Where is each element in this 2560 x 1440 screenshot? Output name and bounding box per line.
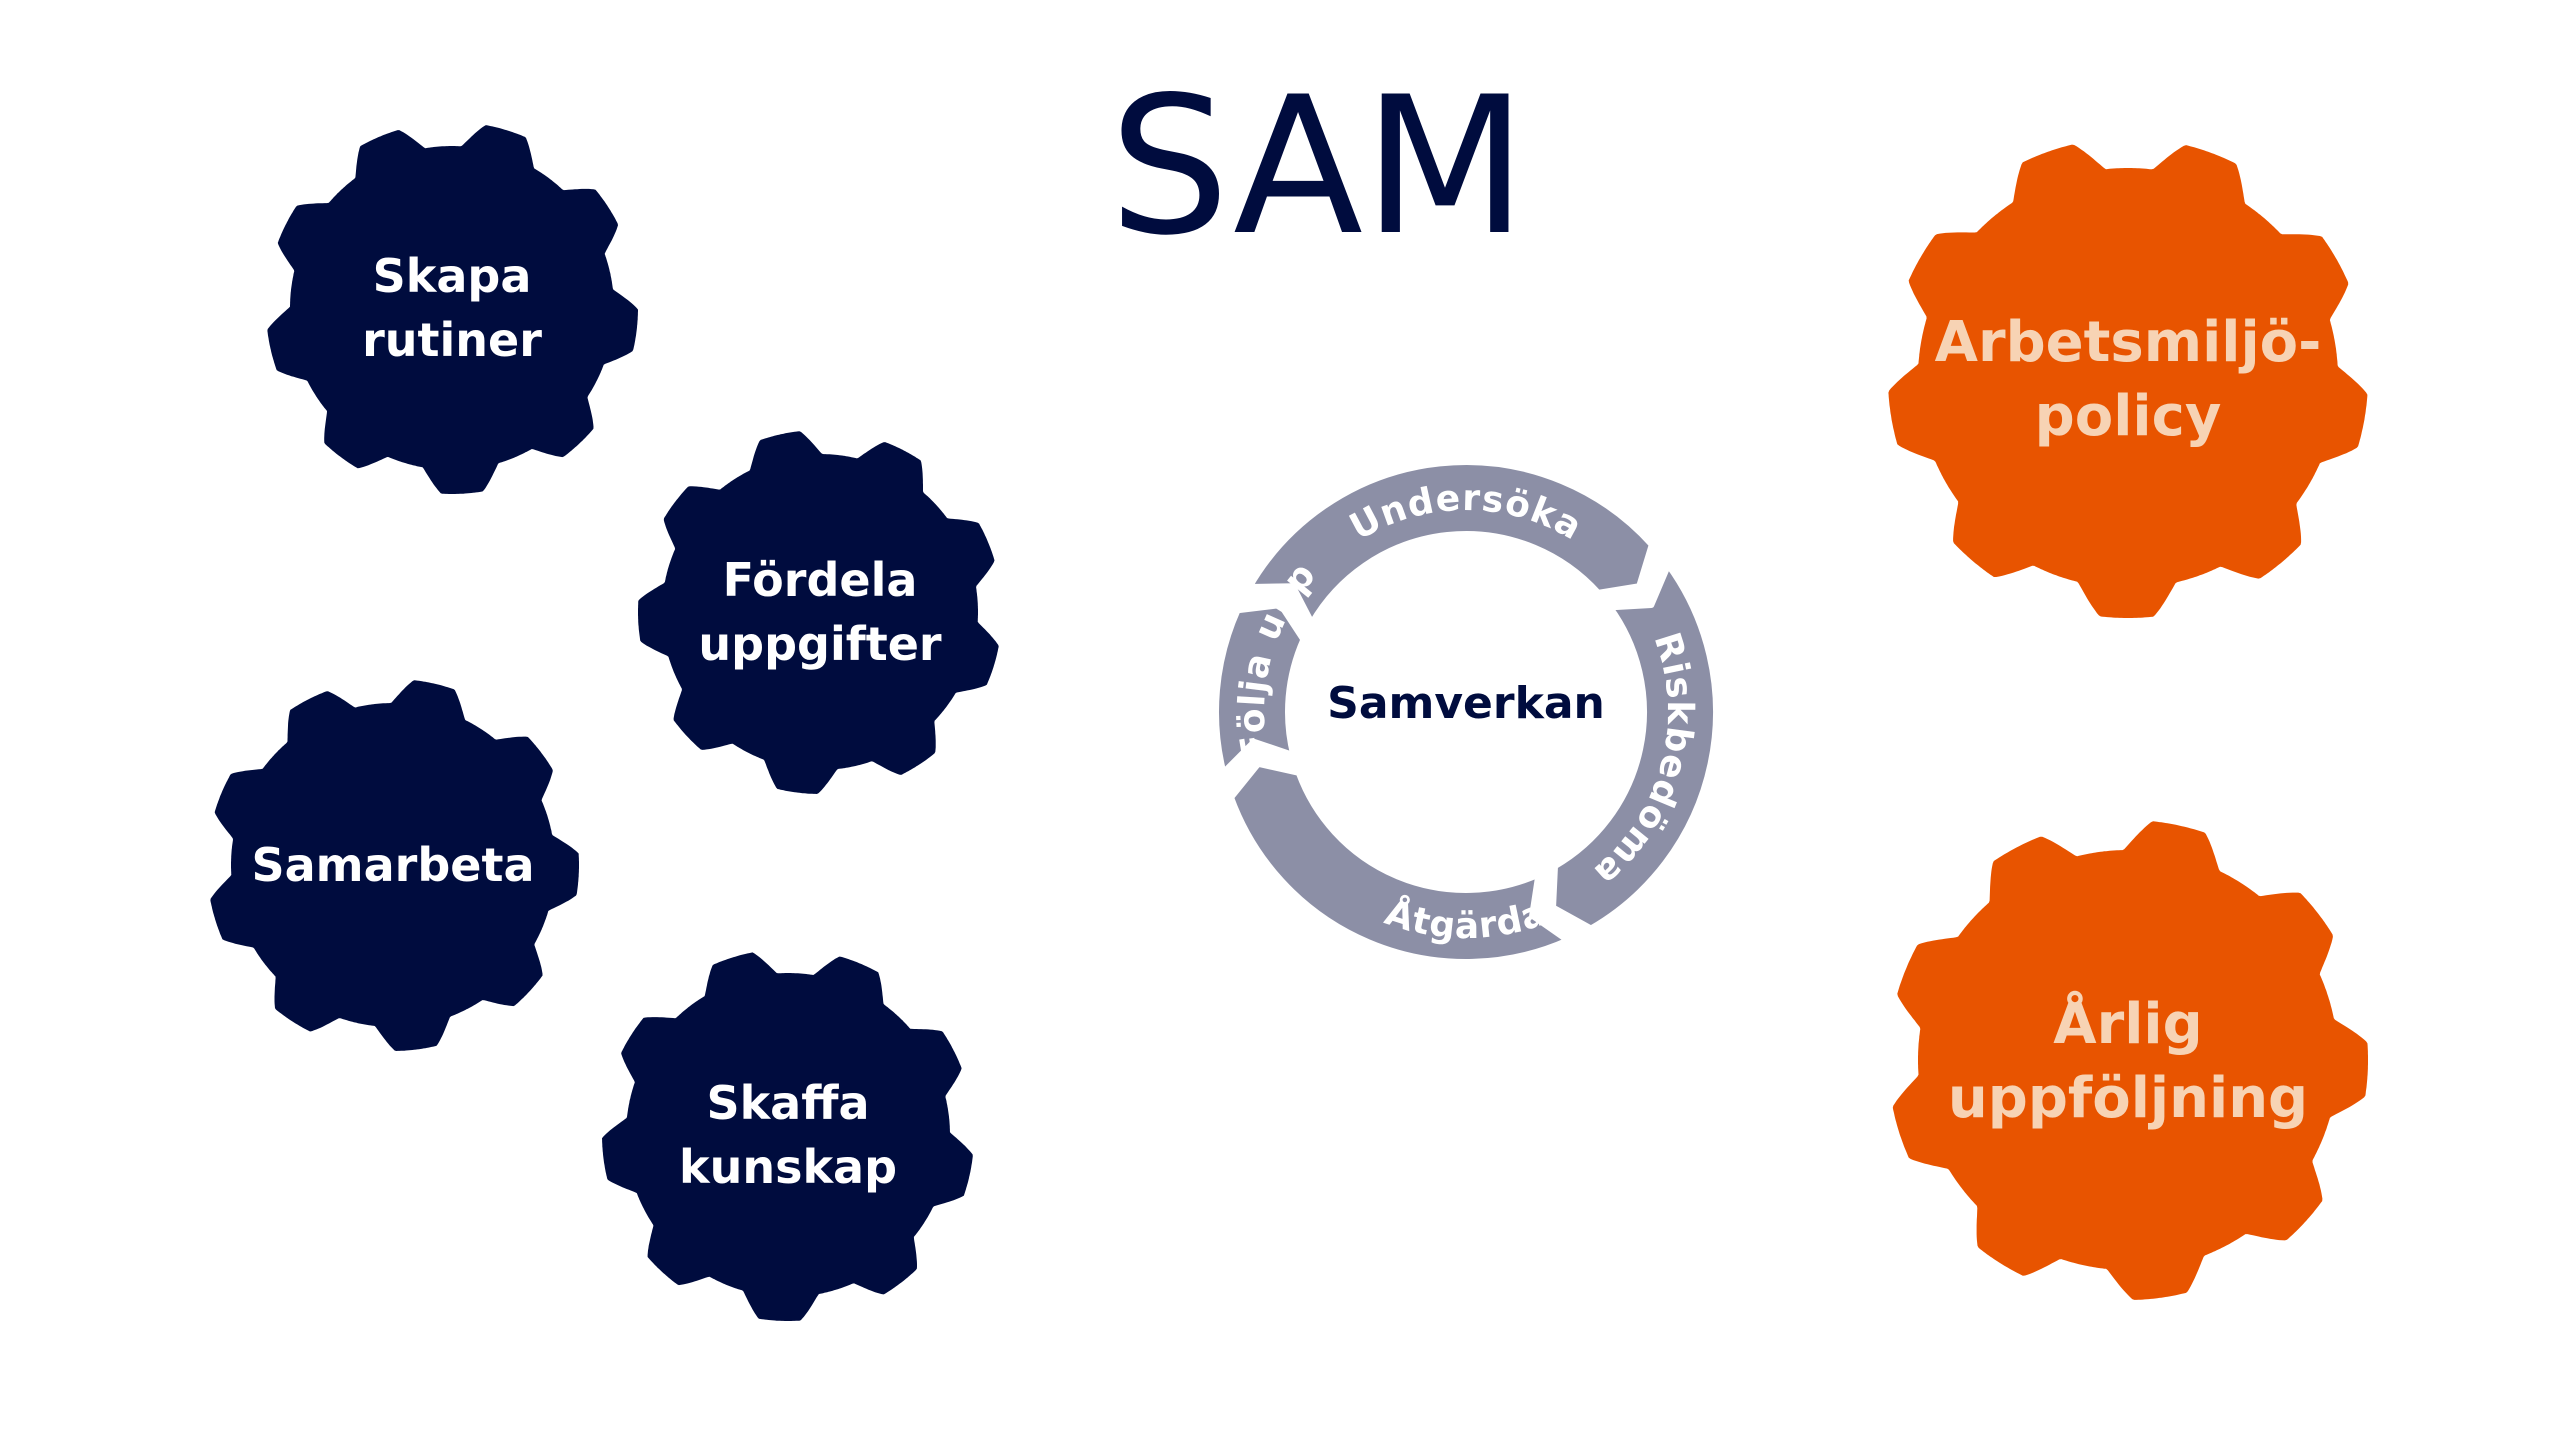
- cycle-segment-2: [1550, 562, 1719, 932]
- gear-fordela: Fördela uppgifter: [638, 431, 999, 794]
- gear-skapa: Skapa rutiner: [267, 125, 638, 494]
- page-title: SAM: [1109, 56, 1527, 277]
- gear-label-arbetsmiljo-line1: Arbetsmiljö-: [1935, 310, 2322, 375]
- cycle-center-label: Samverkan: [1327, 678, 1605, 729]
- gear-label-arlig-line2: uppföljning: [1948, 1066, 2308, 1131]
- gear-samarbeta: Samarbeta: [210, 680, 579, 1051]
- gear-arbetsmiljo: Arbetsmiljö-policy: [1888, 144, 2368, 618]
- cycle-segment-1: [1246, 458, 1655, 626]
- gear-label-samarbeta-line1: Samarbeta: [252, 838, 535, 892]
- gear-arlig: Årlig uppföljning: [1892, 821, 2368, 1300]
- cycle-segment-3: [1228, 760, 1571, 965]
- gear-label-skaffa-line2: kunskap: [679, 1140, 897, 1194]
- gear-shape-skapa: [267, 125, 638, 494]
- gear-label-skaffa-line1: Skaffa: [706, 1076, 869, 1130]
- gear-skaffa: Skaffa kunskap: [602, 952, 973, 1321]
- gear-label-arlig-line1: Årlig: [2053, 991, 2202, 1057]
- cycle-segment-4: [1213, 602, 1307, 776]
- gear-shape-arlig: [1892, 821, 2368, 1300]
- gear-shape-skaffa: [602, 952, 973, 1321]
- gear-shape-fordela: [638, 431, 999, 794]
- gear-shape-samarbeta: [210, 680, 579, 1051]
- gear-label-fordela-line2: uppgifter: [698, 617, 941, 671]
- gear-label-skapa-line1: Skapa: [373, 249, 532, 303]
- gear-shape-arbetsmiljo: [1888, 144, 2368, 618]
- gear-label-skapa-line2: rutiner: [362, 313, 542, 367]
- gear-label-arbetsmiljo-line2: policy: [2035, 384, 2222, 449]
- gears-layer: SkaparutinerFördelauppgifterSamarbetaSka…: [210, 125, 2368, 1321]
- gear-label-fordela-line1: Fördela: [723, 553, 918, 607]
